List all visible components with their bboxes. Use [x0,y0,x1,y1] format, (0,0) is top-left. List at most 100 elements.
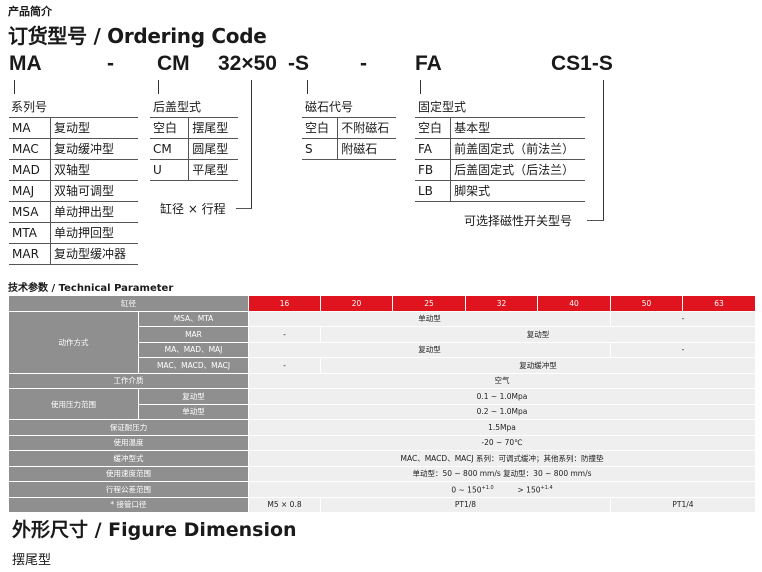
cell-value: 0.1 ~ 1.0Mpa [248,388,756,405]
table-row: 使用压力范围 复动型 0.1 ~ 1.0Mpa [8,388,756,420]
series-code: MSA [9,201,52,223]
series-code: MTA [9,222,52,244]
code-series: MA [9,52,42,75]
bore-value: 32 [465,295,538,312]
mount-name: 基本型 [450,117,585,139]
table-row: 空白基本型 [415,117,585,139]
figure-subtitle: 摆尾型 [12,553,52,568]
row-sub-label: MAC、MACD、MACJ [138,357,249,374]
table-row: * 接管口径 M5 × 0.8 PT1/8 PT1/4 [8,496,756,513]
row-label: * 接管口径 [8,496,249,513]
row-label: 保证耐压力 [8,419,249,436]
table-row: 动作方式 MSA、MTA 单动型 - [8,310,756,374]
cell-value: - [248,357,321,374]
switch-label: 可选择磁性开关型号 [464,214,573,228]
cell-value: PT1/4 [610,496,756,513]
pressure-label: 使用压力范围 [8,388,139,420]
series-name: 复动缓冲型 [50,138,138,160]
series-name: 单动押出型 [50,201,138,223]
row-label: 工作介质 [8,372,249,389]
tech-title: 技术参数 / Technical Parameter [8,283,174,294]
bore-value: 40 [537,295,611,312]
connector-line [251,80,252,208]
series-code: MAR [9,243,52,265]
connector-line [587,220,604,221]
mounting-label: 固定型式 [418,100,467,114]
code-dash: - [360,52,367,75]
cover-name: 摆尾型 [188,117,238,139]
cover-name: 平尾型 [188,159,238,181]
series-label: 系列号 [11,100,48,114]
table-row: 使用温度 -20 ~ 70℃ [8,434,756,451]
ordering-title: 订货型号 / Ordering Code [8,24,267,48]
bore-stroke-label: 缸径 × 行程 [160,202,226,216]
table-row: MA、MAD、MAJ 复动型 - [9,341,756,358]
code-bore-stroke: 32×50 [218,52,277,75]
series-code: MAJ [9,180,52,202]
bore-header: 缸径 [8,295,249,312]
connector-line [420,80,421,94]
connector-line [158,80,159,94]
cover-code: 空白 [150,117,190,139]
cell-value: 0 ~ 150+1.0 > 150+1.4 [248,481,756,498]
code-mount: FA [415,52,442,75]
bore-value: 50 [610,295,683,312]
mount-code: FA [415,138,452,160]
cell-value: 复动型 [320,326,756,343]
figure-title: 外形尺寸 / Figure Dimension [12,519,297,541]
row-sub-label: 单动型 [138,403,249,420]
table-row: 工作介质 空气 [8,372,756,389]
code-switch: CS1-S [551,52,613,75]
cell-value: 空气 [248,372,756,389]
connector-line [603,80,604,220]
mount-code: 空白 [415,117,452,139]
magnet-label: 磁石代号 [305,100,354,114]
cell-value: 单动型：50 ~ 800 mm/s 复动型：30 ~ 800 mm/s [248,465,756,482]
table-row: 保证耐压力 1.5Mpa [8,419,756,436]
tech-table: 缸径 16 20 25 32 40 50 63 动作方式 MSA、MTA 单动型… [8,295,756,513]
series-name: 复动型 [50,117,138,139]
series-code: MA [9,117,52,139]
series-code: MAC [9,138,52,160]
table-row: 缓冲型式 MAC、MACD、MACJ 系列：可调式缓冲；其他系列：防撞垫 [8,450,756,467]
code-cover: CM [157,52,190,75]
mount-code: LB [415,180,452,202]
cell-value: 0.2 ~ 1.0Mpa [248,403,756,420]
rear-cover-label: 后盖型式 [153,100,202,114]
cell-value: 1.5Mpa [248,419,756,436]
cover-code: U [150,159,190,181]
row-sub-label: MA、MAD、MAJ [138,341,249,358]
row-label: 使用速度范围 [8,465,249,482]
tolerance-b-sup: +1.4 [540,484,553,491]
table-row: 缸径 16 20 25 32 40 50 63 [8,295,756,312]
bore-value: 25 [392,295,466,312]
tolerance-a-sup: +1.0 [481,484,494,491]
connector-line [307,80,308,94]
cover-name: 圆尾型 [188,138,238,160]
cell-value: - [610,341,756,358]
mount-name: 脚架式 [450,180,585,202]
row-label: 缓冲型式 [8,450,249,467]
code-dash: - [107,52,114,75]
connector-line [236,208,252,209]
row-label: 行程公差范围 [8,481,249,498]
cell-value: 单动型 [248,310,611,327]
mount-name: 后盖固定式（后法兰） [450,159,585,181]
cell-value: 复动型 [248,341,611,358]
mount-name: 前盖固定式（前法兰） [450,138,585,160]
cover-code: CM [150,138,190,160]
